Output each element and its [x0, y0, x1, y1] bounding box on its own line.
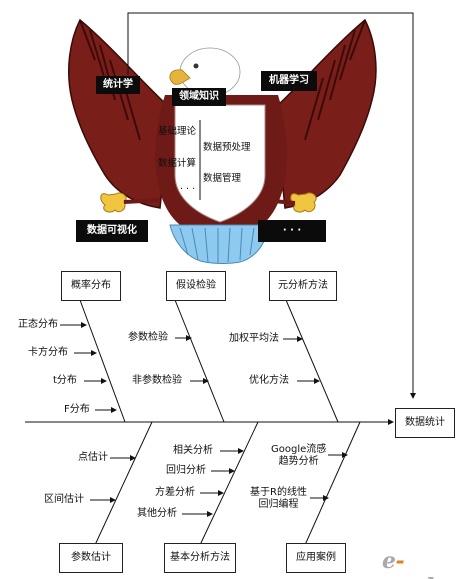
- rib-regression-analysis: 回归分析: [166, 465, 206, 476]
- rib-parametric-test: 参数检验: [128, 332, 168, 343]
- rib-nonparametric-test: 非参数检验: [132, 375, 182, 386]
- category-application-cases: 应用案例: [286, 543, 346, 573]
- label-machine-learning: 机器学习: [261, 71, 317, 91]
- rib-google-flu-trends: Google流感 趋势分析: [271, 444, 327, 467]
- rib-weighted-average: 加权平均法: [229, 333, 279, 344]
- rib-optimization: 优化方法: [249, 375, 289, 386]
- watermark-logo: e-works: [382, 548, 453, 579]
- shield-item-data-management: 数据管理: [203, 173, 242, 184]
- rib-chi-square-distribution: 卡方分布: [28, 347, 68, 358]
- label-data-visualization: 数据可视化: [76, 220, 148, 242]
- rib-t-distribution: t分布: [53, 375, 77, 386]
- category-parameter-estimation: 参数估计: [59, 543, 123, 573]
- category-hypothesis-testing: 假设检验: [166, 271, 226, 301]
- shield-item-data-computing: 数据计算: [158, 158, 197, 169]
- category-meta-analysis: 元分析方法: [269, 271, 337, 301]
- shield-item-preprocessing: 数据预处理: [203, 142, 251, 153]
- category-basic-analysis: 基本分析方法: [164, 543, 236, 573]
- fishbone-head: 数据统计: [395, 408, 455, 438]
- rib-interval-estimation: 区间估计: [44, 494, 84, 505]
- shield-item-ellipsis: · · ·: [180, 184, 196, 195]
- label-statistics: 统计学: [96, 76, 140, 94]
- rib-point-estimation: 点估计: [78, 452, 108, 463]
- label-ellipsis-right: · · ·: [258, 220, 326, 242]
- rib-normal-distribution: 正态分布: [18, 319, 58, 330]
- rib-r-linear-regression: 基于R的线性 回归编程: [250, 487, 307, 510]
- label-domain-knowledge: 领域知识: [172, 88, 226, 106]
- rib-correlation-analysis: 相关分析: [173, 445, 213, 456]
- rib-f-distribution: F分布: [64, 404, 90, 415]
- rib-variance-analysis: 方差分析: [155, 487, 195, 498]
- category-probability-distribution: 概率分布: [61, 271, 121, 301]
- rib-other-analysis: 其他分析: [137, 508, 177, 519]
- shield-item-basic-theory: 基础理论: [158, 126, 197, 137]
